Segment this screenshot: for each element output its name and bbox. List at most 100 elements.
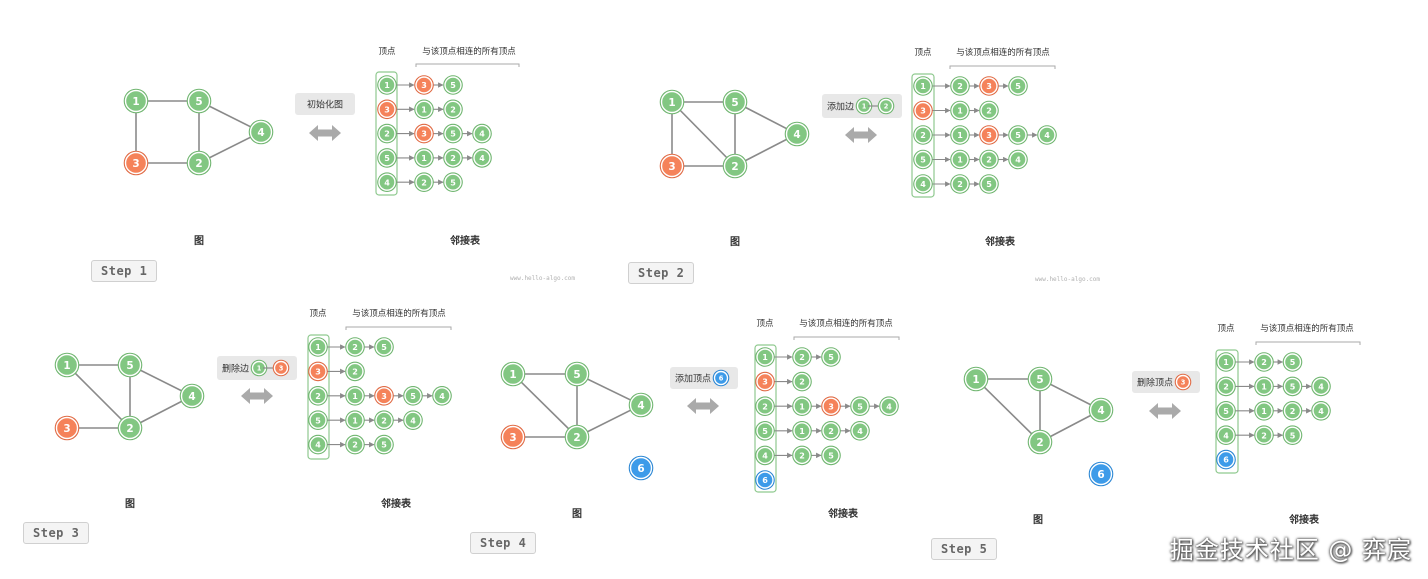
- neighbor-1-disc: [1255, 402, 1273, 420]
- graph-node-1: 1: [963, 366, 989, 392]
- graph-node-1-disc: [501, 362, 525, 386]
- double-arrow-icon: [687, 398, 719, 414]
- vertex-1-disc: [756, 348, 774, 366]
- vertex-6-label: 6: [1223, 456, 1229, 465]
- neighbor-3-label: 3: [986, 131, 992, 140]
- vertex-3: 3: [755, 371, 775, 392]
- vertex-1-disc: [914, 77, 932, 95]
- neighbor-5: 5: [850, 396, 870, 417]
- graph-node-5: 5: [117, 352, 143, 378]
- vertex-2-label: 2: [920, 131, 926, 140]
- neighbor-5-disc: [444, 173, 462, 191]
- graph-node-4: 4: [248, 119, 274, 145]
- step-1-label: Step 1: [91, 260, 158, 282]
- graph-node-4-label: 4: [188, 391, 195, 403]
- adjacency-caption: 邻接表: [381, 497, 412, 510]
- graph-caption: 图: [194, 235, 204, 247]
- neighbor-3-label: 3: [986, 82, 992, 91]
- graph-node-2-disc: [565, 425, 589, 449]
- vertex-1: 1: [377, 75, 397, 95]
- operation-node-1: 1: [250, 359, 268, 377]
- neighbor-1-disc: [415, 100, 433, 119]
- neighbor-3: 3: [414, 75, 434, 95]
- graph-node-1: 1: [54, 352, 80, 378]
- neighbor-2: 2: [792, 347, 812, 367]
- vertex-1-label: 1: [920, 82, 926, 91]
- graph-node-3-disc: [55, 416, 79, 440]
- neighbor-4-label: 4: [439, 392, 445, 401]
- neighbor-4: 4: [1311, 376, 1331, 397]
- neighbor-2-disc: [346, 362, 364, 381]
- operation-label: 添加顶点: [675, 374, 711, 385]
- vertex-3: 3: [377, 99, 397, 120]
- graph-node-1-label: 1: [509, 369, 516, 381]
- vertex-3: 3: [308, 361, 328, 382]
- vertex-5-disc: [1217, 402, 1235, 420]
- neighbor-2-disc: [444, 149, 462, 167]
- neighbor-2-label: 2: [381, 416, 387, 425]
- neighbor-4-disc: [433, 387, 451, 405]
- adjacency-caption: 邻接表: [828, 507, 859, 520]
- neighbor-2-disc: [951, 77, 969, 95]
- adjacency-caption: 邻接表: [450, 234, 481, 247]
- graph-node-1-label: 1: [132, 96, 139, 108]
- neighbor-2: 2: [443, 148, 463, 168]
- neighbors-header: 与该顶点相连的所有顶点: [799, 318, 893, 329]
- neighbor-2: 2: [414, 172, 434, 192]
- neighbor-1-label: 1: [1261, 407, 1267, 416]
- neighbor-5-disc: [851, 397, 869, 415]
- vertex-2-disc: [309, 387, 327, 405]
- graph-node-1: 1: [659, 89, 685, 115]
- graph-node-2: 2: [1027, 429, 1053, 455]
- neighbor-1-label: 1: [352, 392, 358, 401]
- operation-label: 初始化图: [307, 99, 343, 111]
- neighbor-2: 2: [443, 99, 463, 120]
- graph-node-5-label: 5: [1036, 374, 1043, 386]
- vertex-4-disc: [378, 173, 396, 191]
- neighbor-4-label: 4: [1318, 382, 1324, 391]
- graph-node-2: 2: [722, 153, 748, 179]
- neighbor-4-label: 4: [886, 402, 892, 411]
- vertex-3: 3: [913, 100, 933, 121]
- neighbor-4-disc: [880, 397, 898, 415]
- operation-box: 初始化图: [295, 93, 355, 115]
- neighbor-2-label: 2: [828, 427, 834, 436]
- neighbor-5-label: 5: [1290, 382, 1296, 391]
- operation-box-bg: [295, 93, 355, 115]
- neighbor-5-disc: [444, 124, 462, 143]
- neighbor-2-disc: [951, 175, 969, 193]
- vertex-5-label: 5: [762, 427, 768, 436]
- graph-node-3: 3: [659, 153, 685, 179]
- graph-node-3-disc: [501, 425, 525, 449]
- adjacency-caption: 邻接表: [985, 235, 1016, 248]
- neighbor-2-disc: [980, 101, 998, 120]
- operation-node-3-label: 3: [1181, 379, 1186, 387]
- neighbor-3-label: 3: [381, 392, 387, 401]
- neighbor-5-disc: [1009, 126, 1027, 144]
- neighbor-2-label: 2: [957, 82, 963, 91]
- brand-watermark: 掘金技术社区 @ 弈宸: [1169, 536, 1412, 564]
- neighbor-5-label: 5: [1290, 358, 1296, 367]
- vertex-2: 2: [1216, 376, 1236, 397]
- neighbor-4: 4: [1037, 125, 1057, 145]
- graph-node-2-label: 2: [195, 158, 202, 170]
- vertex-3-disc: [914, 101, 932, 120]
- neighbor-5-disc: [980, 175, 998, 193]
- neighbor-4-disc: [1312, 402, 1330, 420]
- neighbor-2-label: 2: [352, 367, 358, 376]
- vertex-1-disc: [1217, 353, 1235, 371]
- vertex-5-disc: [756, 422, 774, 440]
- neighbor-2: 2: [979, 100, 999, 121]
- vertex-header: 顶点: [309, 309, 327, 319]
